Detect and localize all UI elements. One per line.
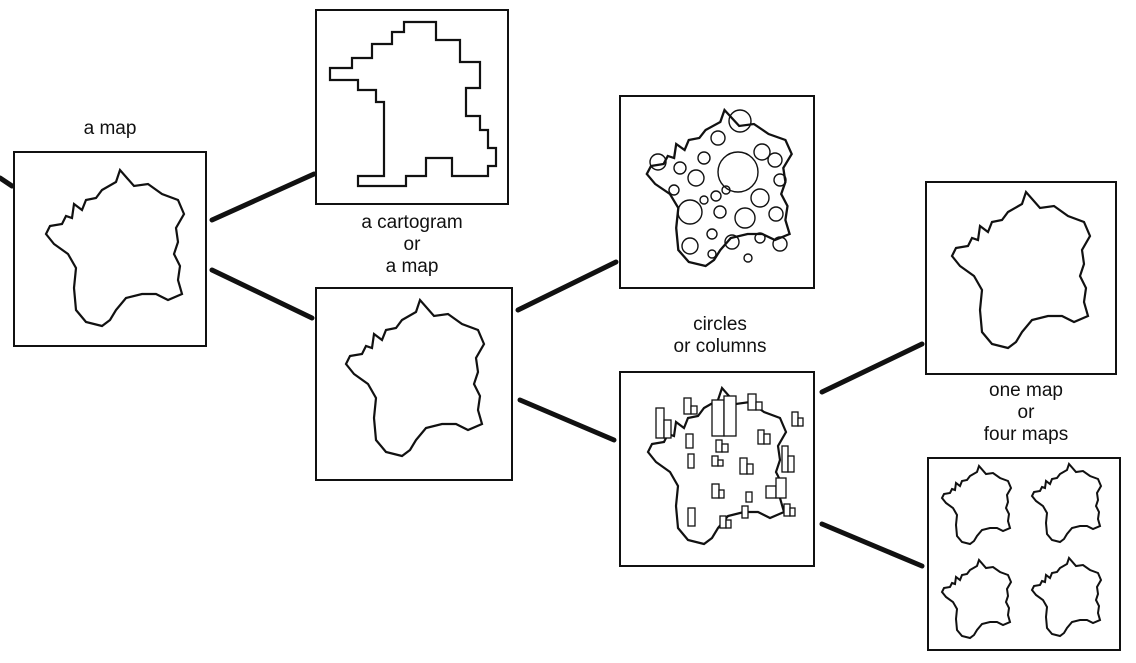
label-map: a map (83, 118, 137, 139)
node-outline-frame (315, 287, 513, 481)
label-line: circles (693, 314, 747, 335)
label-final: one map or four maps (956, 380, 1096, 446)
node-map-frame (13, 151, 207, 347)
cartogram-shape (328, 20, 498, 188)
node-four-maps (927, 457, 1121, 651)
node-one-map (925, 181, 1117, 375)
node-cartogram-frame (315, 9, 509, 205)
node-circles-map (619, 95, 815, 289)
label-line: or (403, 234, 421, 255)
label-line: or (1017, 402, 1035, 423)
label-line: a map (385, 256, 439, 277)
edge-outline-columns (517, 397, 617, 443)
label-line: four maps (983, 424, 1069, 445)
edge-map-cartogram (209, 171, 317, 223)
node-outline-map (315, 287, 513, 481)
label-line: one map (989, 380, 1063, 401)
label-line: a cartogram (361, 212, 463, 233)
proportional-circles (649, 109, 788, 263)
node-fourmaps-frame (927, 457, 1121, 651)
label-line: or columns (673, 336, 767, 357)
proportional-columns (655, 393, 804, 529)
edge-outline-circles (515, 259, 619, 313)
node-onemap-frame (925, 181, 1117, 375)
node-cartogram (315, 9, 509, 205)
label-cartogram: a cartogram or a map (342, 212, 482, 278)
edge-incoming (0, 175, 15, 189)
label-circles: circles or columns (650, 314, 790, 358)
node-columns-map (619, 371, 815, 567)
connector-lines (0, 171, 925, 569)
edge-columns-onemap (819, 341, 925, 395)
node-map (13, 151, 207, 347)
edge-map-outline (209, 267, 315, 321)
edge-columns-fourmaps (819, 521, 925, 569)
